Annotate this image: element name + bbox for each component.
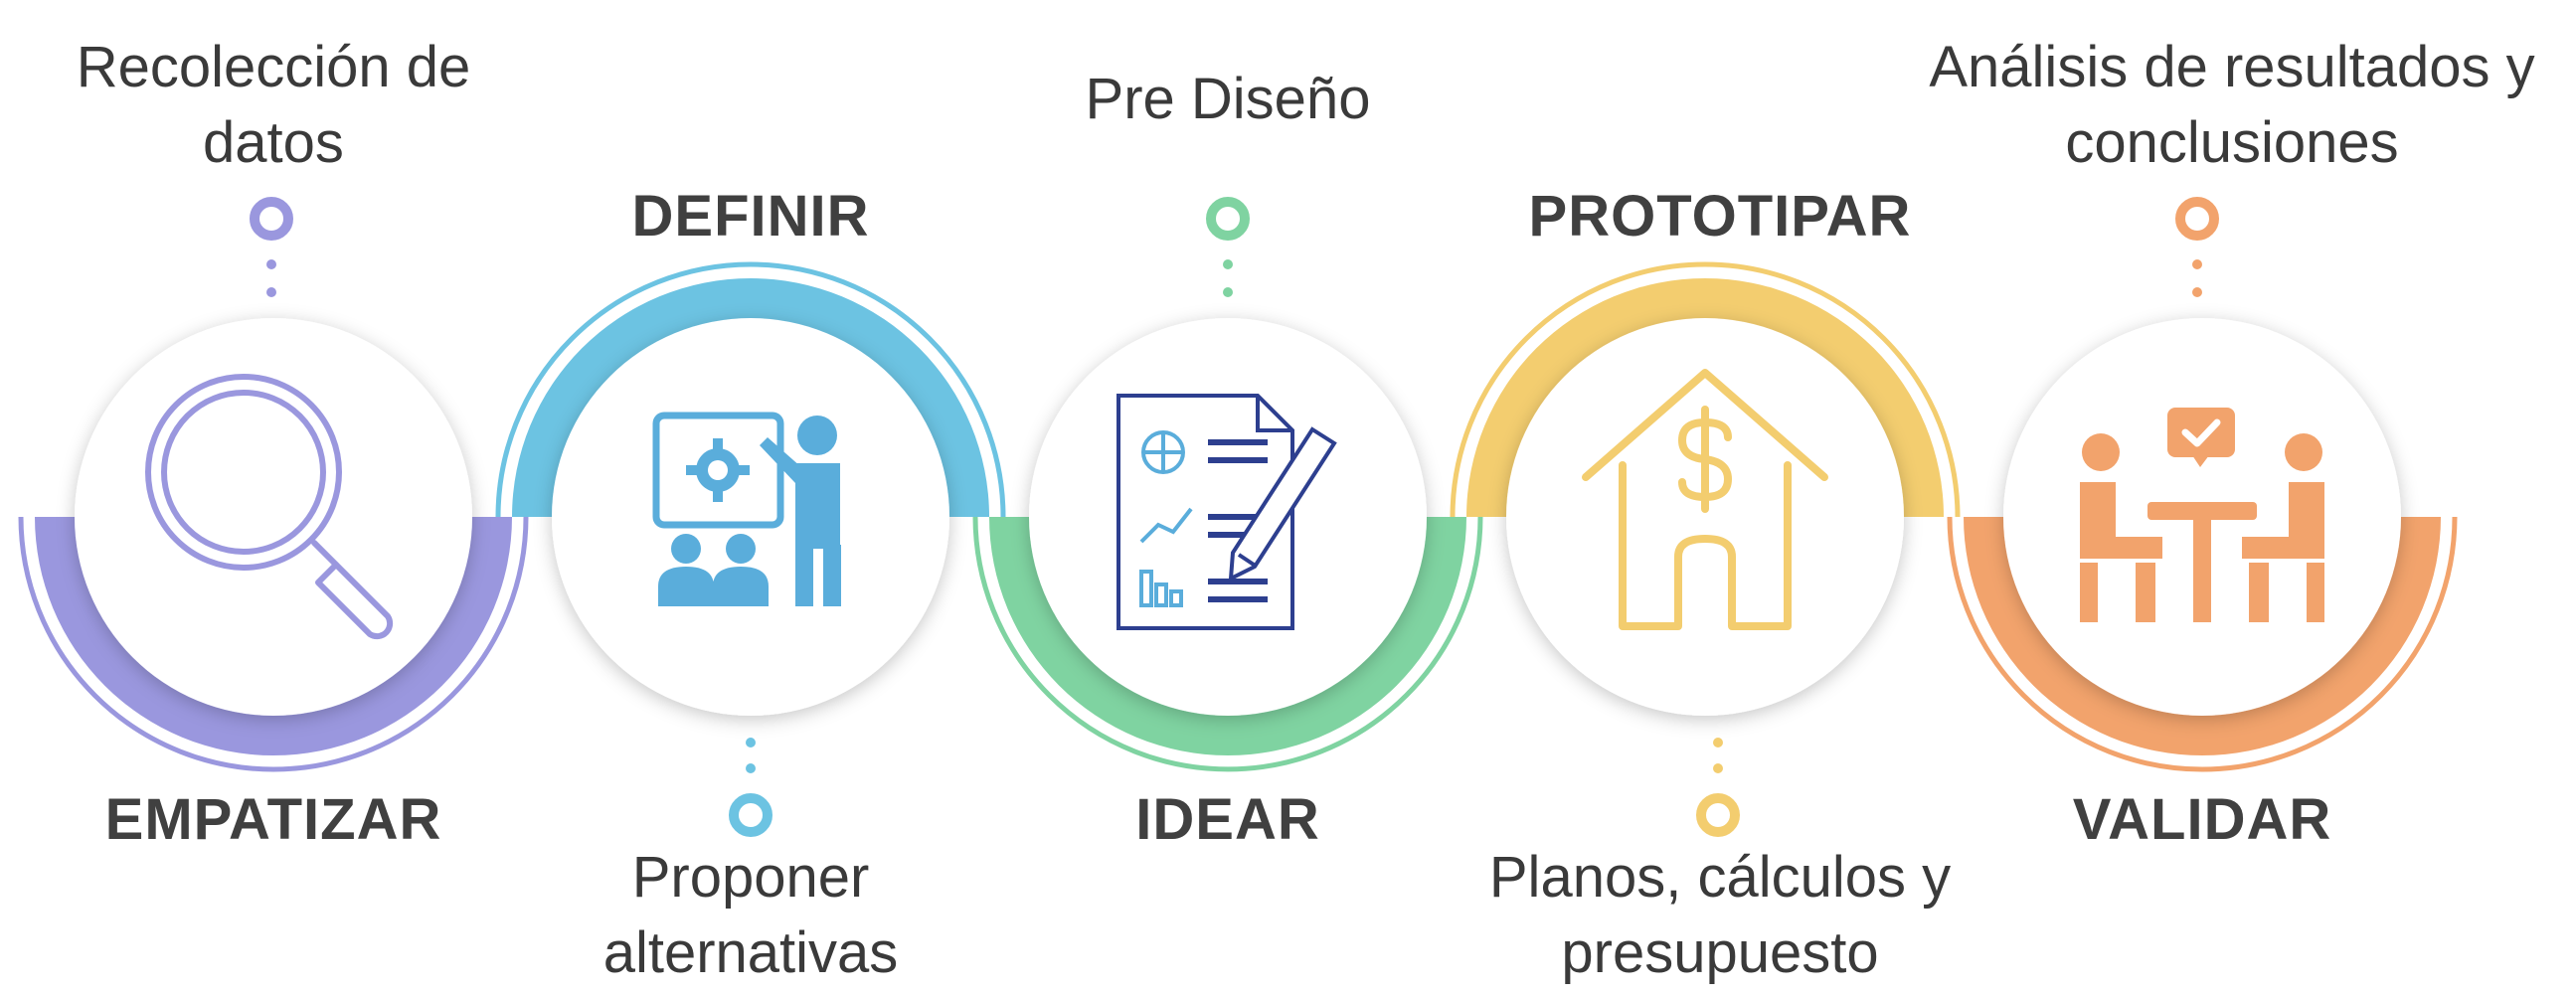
document-with-pen-icon [1116,394,1337,630]
validar-description: Análisis de resultados y conclusiones [1899,30,2565,181]
definir-dot [746,763,756,773]
empatizar-description-line-1: Recolección de [76,35,471,99]
empatizar-dot [266,259,276,269]
idear-dot [1223,259,1233,269]
prototipar-ring-marker [1696,793,1740,837]
prototipar-arc-outline [1450,261,1961,518]
step-definir [495,261,1006,837]
definir-arc-band [512,278,989,517]
validar-arc-outline [1947,516,2458,772]
validar-dot [2192,287,2202,297]
step-prototipar [1450,261,1961,837]
definir-description-line-1: Proponer [631,845,870,910]
validar-dot [2192,259,2202,269]
house-with-dollar-icon [1582,369,1828,630]
prototipar-dot [1713,763,1723,773]
step-validar [1947,197,2458,772]
idear-dot [1223,287,1233,297]
idear-ring-marker [1206,197,1250,241]
empatizar-arc-outline [18,516,529,772]
idear-description-line-1: Pre Diseño [1085,67,1371,131]
idear-description: Pre Diseño [994,62,1461,137]
empatizar-description: Recolección de datos [40,30,507,181]
definir-description-line-2: alternativas [602,920,899,985]
magnifying-glass-icon [145,374,394,640]
idear-arc-band [989,517,1466,755]
prototipar-arc-band [1466,278,1944,517]
prototipar-description-line-1: Planos, cálculos y [1488,845,1952,910]
step-idear [972,197,1483,772]
empatizar-dot [266,287,276,297]
validar-ring-marker [2175,197,2219,241]
prototipar-description-line-2: presupuesto [1561,920,1879,985]
empatizar-description-line-2: datos [203,110,344,175]
validar-label: VALIDAR [2072,787,2332,852]
prototipar-description: Planos, cálculos y presupuesto [1452,840,1988,991]
definir-description: Proponer alternativas [517,840,984,991]
prototipar-label: PROTOTIPAR [1528,184,1912,249]
meeting-checkmark-icon [2080,408,2324,622]
presentation-board-icon [652,412,841,606]
empatizar-ring-marker [250,197,293,241]
validar-arc-band [1964,517,2441,755]
empatizar-circle [75,318,472,716]
step-empatizar [18,197,529,772]
definir-ring-marker [729,793,773,837]
empatizar-label: EMPATIZAR [104,787,442,852]
definir-circle [552,318,949,716]
definir-dot [746,738,756,748]
validar-description-line-1: Análisis de resultados y [1929,35,2535,99]
idear-arc-outline [972,516,1483,772]
definir-label: DEFINIR [631,184,870,249]
prototipar-circle [1506,318,1904,716]
idear-label: IDEAR [1135,787,1320,852]
prototipar-dot [1713,738,1723,748]
definir-arc-outline [495,261,1006,518]
validar-description-line-2: conclusiones [2065,110,2399,175]
empatizar-arc-band [35,517,512,755]
